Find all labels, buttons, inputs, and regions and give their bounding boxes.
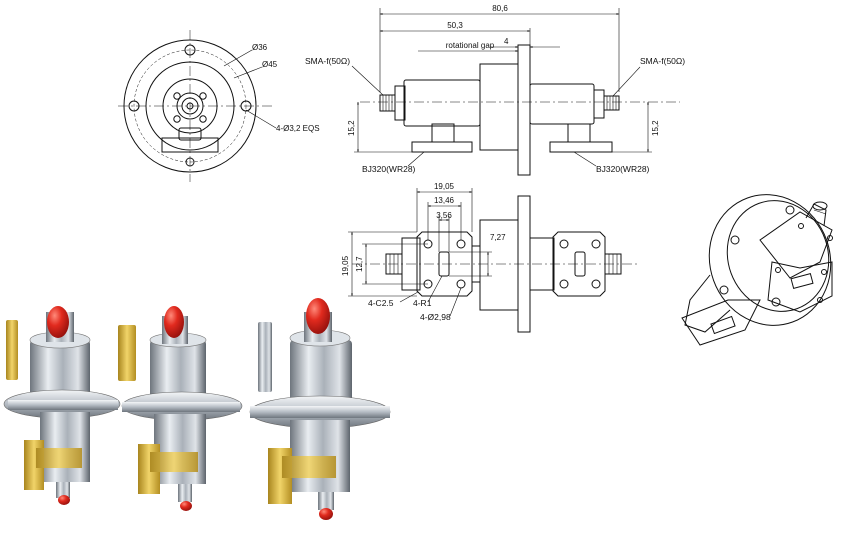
chamfer-label: 4-C2.5 [368, 298, 394, 308]
dim-19-05-vertical: 19,05 [341, 255, 350, 276]
front-holes-label: 4-Ø3,2 EQS [276, 124, 320, 133]
side-view: 80,6 50,3 rotational gap 4 SMA-f(50Ω) SM… [305, 4, 685, 176]
mount-hole [184, 44, 196, 56]
red-cap [164, 306, 184, 338]
product-photo-2 [118, 306, 243, 511]
holes-label: 4-Ø2,98 [420, 312, 451, 322]
rotational-gap-label: rotational gap [446, 41, 495, 50]
dim-13-46: 13,46 [434, 196, 455, 205]
isometric-drawing [681, 194, 833, 346]
dim-overall-length: 80,6 [492, 4, 508, 13]
dim-length-50: 50,3 [447, 21, 463, 30]
dim-3-56: 3,56 [436, 211, 452, 220]
sma-right-label: SMA-f(50Ω) [640, 56, 685, 66]
mount-hole [128, 100, 140, 112]
front-view: Ø36 Ø45 4-Ø3,2 EQS [118, 30, 320, 182]
mount-hole [240, 100, 252, 112]
product-photo-1 [3, 306, 121, 505]
dim-12-7: 12,7 [355, 256, 364, 272]
front-dia-inner: Ø36 [252, 43, 268, 52]
flange-outline [123, 39, 257, 173]
waveguide-right-label: BJ320(WR28) [596, 164, 650, 174]
radius-label: 4-R1 [413, 298, 432, 308]
red-cap [47, 306, 69, 338]
product-photo-3 [249, 298, 391, 520]
height-left: 15,2 [347, 120, 356, 136]
sma-left-label: SMA-f(50Ω) [305, 56, 350, 66]
red-cap [306, 298, 330, 334]
dim-7-27: 7,27 [490, 233, 506, 242]
waveguide-left-label: BJ320(WR28) [362, 164, 416, 174]
height-right: 15,2 [651, 120, 660, 136]
dim-19-05-horizontal: 19,05 [434, 182, 455, 191]
top-view: 19,05 13,46 3,56 7,27 19,05 12,7 4-C2.5 … [341, 182, 640, 333]
side-flange [517, 44, 531, 176]
front-dia-outer: Ø45 [262, 60, 278, 69]
dim-gap-value: 4 [504, 37, 509, 46]
